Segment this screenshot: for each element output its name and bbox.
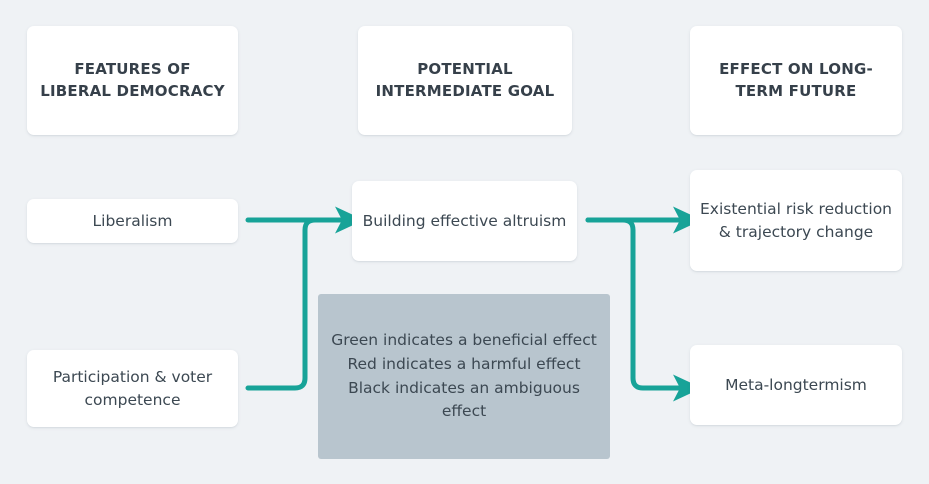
color-legend-text: Green indicates a beneficial effect Red …: [330, 329, 598, 423]
node-label: Existential risk reduction & trajectory …: [700, 200, 893, 241]
legend-line-black: Black indicates an ambiguous effect: [348, 378, 580, 421]
node-participation-and-voter-competence[interactable]: Participation & voter competence: [27, 350, 238, 427]
node-existential-risk-reduction[interactable]: Existential risk reduction & trajectory …: [690, 170, 902, 271]
node-label: Participation & voter competence: [52, 368, 213, 409]
color-legend: Green indicates a beneficial effect Red …: [318, 294, 610, 459]
column-header-label: FEATURES OF LIBERAL DEMOCRACY: [40, 60, 225, 100]
column-header-label: EFFECT ON LONG-TERM FUTURE: [719, 60, 873, 100]
column-header-features-of-liberal-democracy: FEATURES OF LIBERAL DEMOCRACY: [27, 26, 238, 135]
column-header-effect-on-long-term-future: EFFECT ON LONG-TERM FUTURE: [690, 26, 902, 135]
node-label: Meta-longtermism: [725, 375, 867, 394]
legend-line-green: Green indicates a beneficial effect: [331, 331, 597, 350]
node-meta-longtermism[interactable]: Meta-longtermism: [690, 345, 902, 425]
node-liberalism[interactable]: Liberalism: [27, 199, 238, 243]
column-header-potential-intermediate-goal: POTENTIAL INTERMEDIATE GOAL: [358, 26, 572, 135]
column-header-label: POTENTIAL INTERMEDIATE GOAL: [375, 60, 555, 100]
node-building-effective-altruism[interactable]: Building effective altruism: [352, 181, 577, 261]
node-label: Liberalism: [92, 211, 173, 230]
legend-line-red: Red indicates a harmful effect: [347, 354, 581, 373]
node-label: Building effective altruism: [362, 211, 567, 230]
